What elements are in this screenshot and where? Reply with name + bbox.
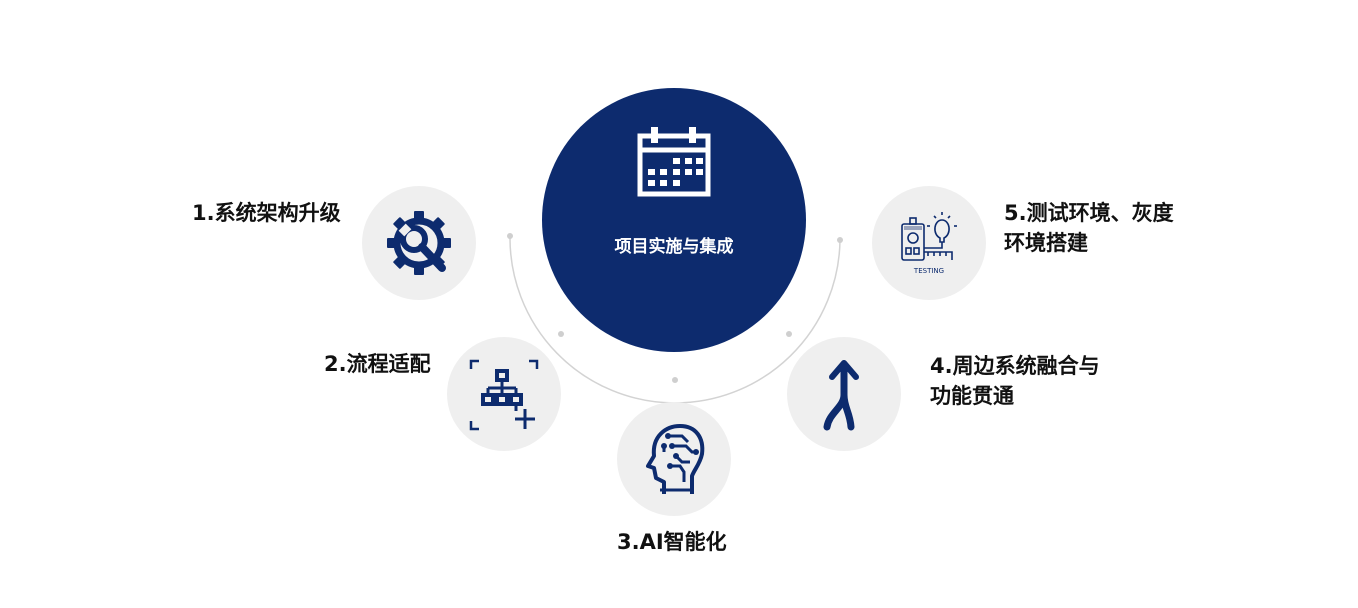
step-5-label-line-1: 5.测试环境、灰度 — [1004, 201, 1174, 225]
calendar-icon — [637, 127, 711, 197]
arc-dot — [837, 237, 843, 243]
center-hub: 项目实施与集成 — [542, 88, 806, 352]
ai-head-icon — [646, 424, 705, 494]
step-2-label: 2.流程适配 — [324, 352, 431, 376]
step-3-label: 3.AI智能化 — [617, 530, 727, 554]
testing-icon — [901, 212, 957, 261]
step-2-node — [447, 337, 561, 451]
arc-dot — [786, 331, 792, 337]
step-4-label: 4.周边系统融合与 功能贯通 — [930, 351, 1100, 411]
step-1-label: 1.系统架构升级 — [192, 201, 341, 225]
arc-dot — [672, 377, 678, 383]
arc-dot — [507, 233, 513, 239]
arc-dot — [558, 331, 564, 337]
merge-arrow-icon — [823, 360, 859, 431]
testing-caption: TESTING — [913, 267, 945, 275]
step-1-node — [362, 186, 476, 300]
step-5-label: 5.测试环境、灰度 环境搭建 — [1004, 198, 1174, 258]
step-4-node — [787, 337, 901, 451]
flowchart-icon — [469, 359, 539, 431]
gear-wrench-icon — [387, 211, 451, 275]
center-title: 项目实施与集成 — [614, 237, 734, 257]
step-4-label-line-2: 功能贯通 — [930, 384, 1014, 408]
step-3-node — [617, 402, 731, 516]
step-5-label-line-2: 环境搭建 — [1004, 231, 1088, 255]
step-5-node: TESTING — [872, 186, 986, 300]
step-4-label-line-1: 4.周边系统融合与 — [930, 354, 1100, 378]
